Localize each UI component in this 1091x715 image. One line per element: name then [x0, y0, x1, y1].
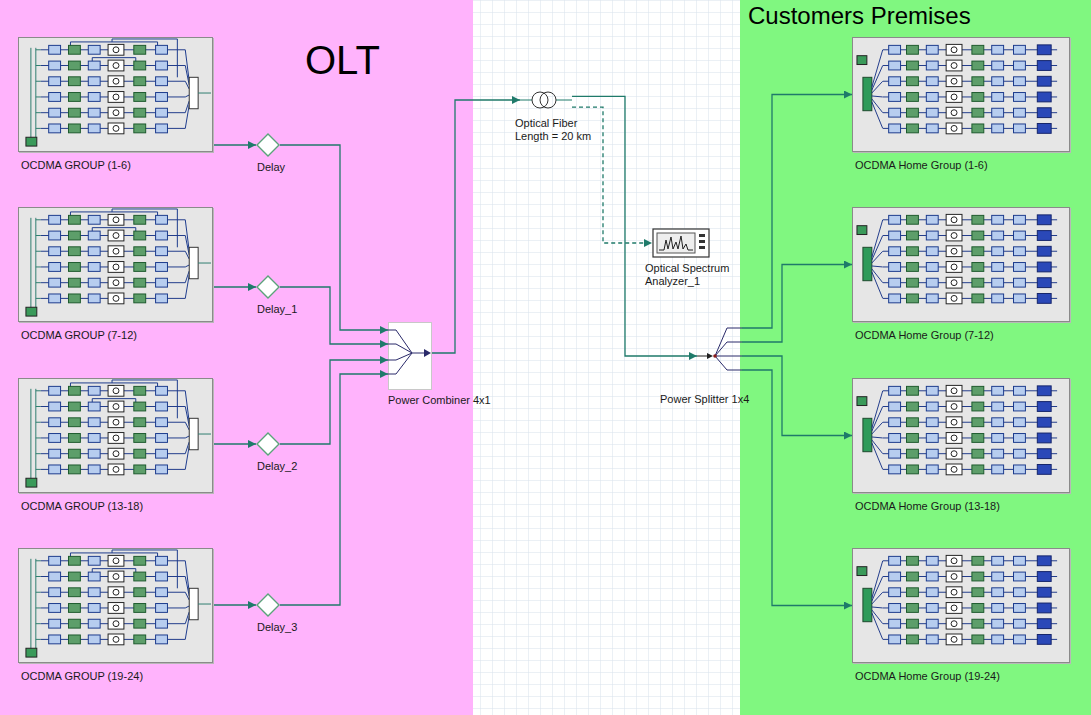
component-icon-shape [857, 385, 1057, 474]
component-label: Power Splitter 1x4 [660, 393, 749, 406]
component-icon [256, 432, 280, 456]
delay-diamond: Delay_2 [256, 432, 280, 456]
region-title: Customers Premises [748, 3, 971, 29]
component-icon-shape [520, 92, 572, 108]
ocdma-transmitter-group: OCDMA GROUP (13-18) [18, 378, 213, 493]
component-icon [256, 275, 280, 299]
component-label: OCDMA Home Group (7-12) [855, 329, 994, 342]
component-icon-shape [388, 323, 432, 390]
ocdma-home-group: OCDMA Home Group (13-18) [852, 378, 1070, 493]
component-label: Optical Spectrum Analyzer_1 [645, 262, 740, 288]
component-icon-shape [257, 276, 279, 298]
component-label: Optical Fiber Length = 20 km [515, 117, 597, 143]
component-label: OCDMA Home Group (1-6) [855, 159, 988, 172]
component-label: OCDMA Home Group (19-24) [855, 670, 1000, 683]
power-combiner: Power Combiner 4x1 [388, 322, 432, 390]
component-icon-shape [857, 214, 1057, 303]
component-icon [19, 549, 212, 662]
component-label: OCDMA Home Group (13-18) [855, 500, 1000, 513]
component-icon [19, 208, 212, 321]
ocdma-home-group: OCDMA Home Group (1-6) [852, 37, 1070, 152]
component-label: OCDMA GROUP (13-18) [21, 500, 143, 513]
ocdma-home-group: OCDMA Home Group (19-24) [852, 548, 1070, 663]
component-icon [19, 379, 212, 492]
delay-diamond: Delay [256, 133, 280, 157]
component-icon-shape [257, 134, 279, 156]
component-icon [853, 38, 1069, 151]
component-icon-shape [26, 550, 211, 657]
component-label: Delay_2 [257, 460, 297, 473]
component-icon [697, 322, 742, 390]
component-icon-shape [26, 39, 211, 146]
component-icon [853, 549, 1069, 662]
component-icon [853, 208, 1069, 321]
customer-premises-region: Customers PremisesOCDMA Home Group (1-6)… [740, 0, 1091, 715]
component-label: OCDMA GROUP (1-6) [21, 159, 131, 172]
component-icon [853, 379, 1069, 492]
component-label: OCDMA GROUP (19-24) [21, 670, 143, 683]
component-label: Delay_1 [257, 303, 297, 316]
component-icon [652, 228, 710, 258]
component-icon-shape [857, 555, 1057, 644]
component-label: OCDMA GROUP (7-12) [21, 329, 137, 342]
component-icon [388, 322, 432, 390]
component-label: Power Combiner 4x1 [388, 394, 491, 407]
component-icon-shape [653, 229, 709, 257]
delay-diamond: Delay_3 [256, 593, 280, 617]
component-icon-shape [697, 328, 742, 370]
component-icon-shape [257, 433, 279, 455]
component-icon-shape [857, 44, 1057, 133]
spectrum-analyzer: Optical Spectrum Analyzer_1 [652, 228, 710, 258]
ocdma-transmitter-group: OCDMA GROUP (1-6) [18, 37, 213, 152]
component-icon-shape [26, 209, 211, 316]
optical-fiber: Optical Fiber Length = 20 km [520, 88, 572, 112]
dashed-monitor-line [572, 107, 652, 243]
olt-region: OLT OCDMA GROUP (1-6) OCDMA GROUP (7-12) OC… [0, 0, 473, 715]
region-title: OLT [305, 38, 380, 82]
power-splitter: Power Splitter 1x4 [697, 322, 742, 390]
component-icon [256, 593, 280, 617]
delay-diamond: Delay_1 [256, 275, 280, 299]
ocdma-transmitter-group: OCDMA GROUP (19-24) [18, 548, 213, 663]
ocdma-transmitter-group: OCDMA GROUP (7-12) [18, 207, 213, 322]
ocdma-home-group: OCDMA Home Group (7-12) [852, 207, 1070, 322]
component-icon [256, 133, 280, 157]
component-icon [19, 38, 212, 151]
component-label: Delay [257, 161, 285, 174]
component-icon-shape [26, 380, 211, 487]
component-icon-shape [257, 594, 279, 616]
component-label: Delay_3 [257, 621, 297, 634]
component-icon [520, 88, 572, 112]
